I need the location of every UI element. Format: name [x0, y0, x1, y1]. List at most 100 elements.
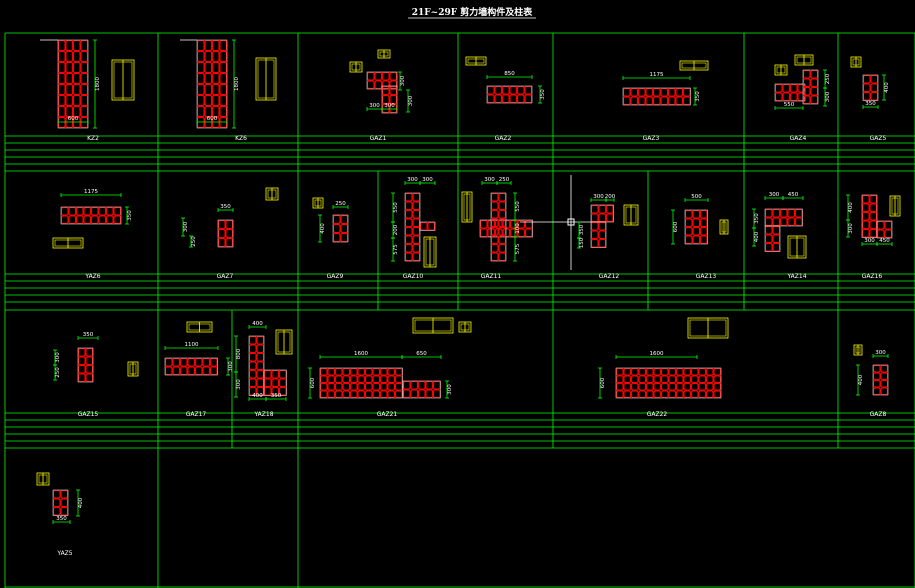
- dimension-label: 300: [447, 384, 453, 395]
- dimension-label: 1175: [84, 189, 98, 195]
- rebar-stirrup: [404, 192, 413, 202]
- rebar-stirrup: [219, 116, 228, 129]
- rebar-stirrup: [381, 94, 390, 105]
- rebar-stirrup: [412, 226, 421, 236]
- rebar-stirrup: [57, 39, 66, 52]
- section-outline: [217, 219, 234, 248]
- dimension-label: 250: [191, 236, 197, 247]
- dimension-label: 600: [207, 116, 218, 122]
- rebar-stirrup: [72, 72, 81, 85]
- rebar-stirrup: [690, 382, 699, 391]
- rebar-stirrup: [204, 50, 213, 63]
- rebar-stirrup: [349, 367, 358, 376]
- rebar-stirrup: [862, 83, 871, 93]
- rebar-stirrup: [498, 226, 507, 236]
- rebar-stirrup: [698, 375, 707, 384]
- rebar-stirrup: [705, 367, 714, 376]
- rebar-stirrup: [72, 105, 81, 118]
- dimension-label: 200: [393, 224, 399, 235]
- rebar-stirrup: [782, 83, 791, 93]
- dimension-label: 300: [183, 221, 189, 232]
- rebar-stirrup: [683, 382, 692, 391]
- section-outline: [876, 220, 893, 239]
- rebar-stirrup: [57, 105, 66, 118]
- rebar-cage: [861, 194, 878, 238]
- rebar-stirrup: [340, 223, 349, 234]
- rebar-stirrup: [615, 367, 624, 376]
- dimension-label: 600: [310, 377, 316, 388]
- rebar-stirrup: [870, 74, 879, 84]
- rebar-stirrup: [204, 39, 213, 52]
- rebar-stirrup: [342, 367, 351, 376]
- component-name: YAZ5: [56, 550, 72, 557]
- rebar-stirrup: [319, 382, 328, 391]
- rebar-stirrup: [498, 252, 507, 262]
- rebar-stirrup: [869, 228, 878, 238]
- rebar-stirrup: [787, 217, 796, 227]
- rebar-stirrup: [196, 61, 205, 74]
- rebar-stirrup: [876, 220, 885, 230]
- dimension-label: 250: [825, 73, 831, 84]
- rebar-stirrup: [65, 94, 74, 107]
- section-outline: [381, 85, 398, 114]
- component-name: GAZ4: [790, 135, 807, 142]
- rebar-stirrup: [225, 237, 234, 248]
- dimension-label: 1800: [95, 77, 101, 91]
- rebar-stirrup: [204, 83, 213, 96]
- rebar-stirrup: [342, 382, 351, 391]
- rebar-stirrup: [219, 61, 228, 74]
- rebar-stirrup: [72, 61, 81, 74]
- rebar-stirrup: [80, 72, 89, 85]
- rebar-stirrup: [490, 192, 499, 202]
- rebar-stirrup: [217, 228, 226, 239]
- table-grid: [4, 32, 915, 588]
- rebar-stirrup: [605, 204, 614, 214]
- rebar-stirrup: [653, 390, 662, 399]
- rebar-stirrup: [713, 375, 722, 384]
- rebar-stirrup: [85, 373, 94, 383]
- rebar-stirrup: [68, 215, 77, 225]
- rebar-stirrup: [219, 72, 228, 85]
- rebar-stirrup: [75, 215, 84, 225]
- rebar-stirrup: [219, 105, 228, 118]
- rebar-stirrup: [105, 206, 114, 216]
- rebar-stirrup: [357, 390, 366, 399]
- rebar-cage: [764, 225, 781, 252]
- rebar-stirrup: [494, 94, 503, 104]
- rebar-stirrup: [196, 50, 205, 63]
- dimension-label: 400: [78, 497, 84, 508]
- section-outline: [332, 214, 349, 243]
- rebar-stirrup: [590, 230, 599, 240]
- rebar-stirrup: [60, 489, 69, 499]
- rebar-stirrup: [419, 221, 428, 231]
- stirrup-detail: [853, 344, 863, 356]
- component-name: GAZ9: [327, 273, 344, 280]
- rebar-stirrup: [869, 194, 878, 204]
- rebar-stirrup: [699, 226, 708, 236]
- rebar-stirrup: [57, 83, 66, 96]
- rebar-stirrup: [209, 357, 218, 367]
- rebar-stirrup: [349, 375, 358, 384]
- rebar-stirrup: [256, 378, 265, 388]
- rebar-stirrup: [332, 214, 341, 225]
- rebar-stirrup: [692, 209, 701, 219]
- rebar-stirrup: [72, 50, 81, 63]
- component-name: GAZ12: [599, 273, 620, 280]
- rebar-stirrup: [319, 390, 328, 399]
- dimension-label: 550: [784, 102, 795, 108]
- rebar-stirrup: [683, 367, 692, 376]
- section-outline: [764, 208, 803, 227]
- rebar-stirrup: [209, 366, 218, 376]
- rebar-stirrup: [65, 72, 74, 85]
- dimension-label: 1800: [234, 77, 240, 91]
- rebar-stirrup: [623, 382, 632, 391]
- rebar-stirrup: [83, 215, 92, 225]
- rebar-stirrup: [65, 105, 74, 118]
- rebar-stirrup: [675, 367, 684, 376]
- rebar-stirrup: [179, 357, 188, 367]
- rebar-stirrup: [615, 382, 624, 391]
- dimension-label: 300: [228, 361, 234, 372]
- rebar-stirrup: [179, 366, 188, 376]
- rebar-stirrup: [256, 369, 265, 379]
